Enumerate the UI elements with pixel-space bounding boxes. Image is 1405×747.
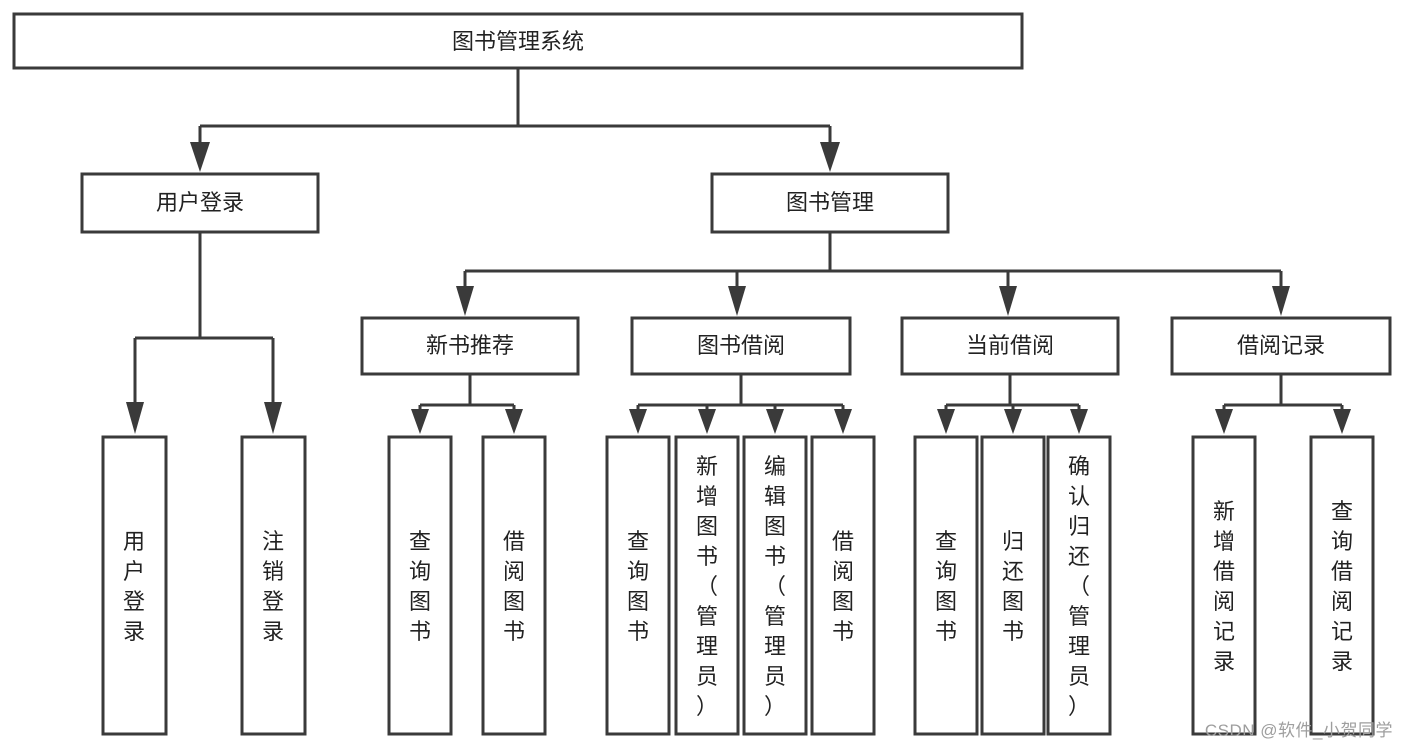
node-borrow-record-box[interactable]: [1170, 316, 1392, 376]
arrowhead-leaf-borrow-book-bb: [834, 409, 852, 434]
node-leaf-confirm-return-admin-label: 确认归还（管理员）: [1068, 454, 1090, 719]
node-leaf-query-book-cb-box[interactable]: [913, 435, 979, 736]
node-leaf-confirm-return-admin[interactable]: 确认归还（管理员）: [1046, 435, 1112, 736]
node-leaf-logout-login[interactable]: 注销登录: [240, 435, 307, 736]
node-leaf-user-login[interactable]: 用户登录: [101, 435, 168, 736]
arrowhead-book-borrow: [728, 286, 746, 316]
node-leaf-query-book-bb[interactable]: 查询图书: [605, 435, 671, 736]
node-leaf-user-login-box[interactable]: [101, 435, 168, 736]
leaf-node-layer: 用户登录 注销登录 查询图书 借阅图书 查询图书 新增图书（管理员）: [101, 435, 1375, 736]
node-leaf-return-book[interactable]: 归还图书: [980, 435, 1046, 736]
node-book-manage[interactable]: 图书管理: [710, 172, 950, 234]
arrowhead-leaf-query-book-nb: [411, 409, 429, 434]
node-leaf-confirm-return-admin-box[interactable]: [1046, 435, 1112, 736]
node-leaf-edit-book-admin-label: 编辑图书（管理员）: [764, 454, 786, 719]
arrowhead-borrow-record: [1272, 286, 1290, 316]
node-leaf-add-borrow-record-label: 新增借阅记录: [1213, 499, 1235, 674]
node-leaf-query-book-nb-label: 查询图书: [409, 529, 431, 644]
node-leaf-edit-book-admin-box[interactable]: [742, 435, 808, 736]
node-leaf-add-book-admin[interactable]: 新增图书（管理员）: [674, 435, 740, 736]
node-user-login-label: 用户登录: [156, 190, 244, 215]
arrowhead-leaf-logout-login: [264, 402, 282, 434]
node-new-book-recommend[interactable]: 新书推荐: [360, 316, 580, 376]
node-leaf-logout-login-label: 注销登录: [262, 529, 284, 644]
arrowhead-leaf-query-book-bb: [629, 409, 647, 434]
node-leaf-query-book-nb-box[interactable]: [387, 435, 453, 736]
node-user-login[interactable]: 用户登录: [80, 172, 320, 234]
connector-layer: [126, 68, 1351, 434]
node-book-borrow-label: 图书借阅: [697, 333, 785, 358]
node-borrow-record-label: 借阅记录: [1237, 333, 1325, 358]
arrowhead-leaf-add-borrow-record: [1215, 409, 1233, 434]
node-leaf-borrow-book-nb-box[interactable]: [481, 435, 547, 736]
node-leaf-query-book-cb[interactable]: 查询图书: [913, 435, 979, 736]
node-leaf-query-book-nb[interactable]: 查询图书: [387, 435, 453, 736]
node-leaf-borrow-book-nb[interactable]: 借阅图书: [481, 435, 547, 736]
node-leaf-borrow-book-nb-label: 借阅图书: [503, 529, 525, 644]
node-root[interactable]: 图书管理系统: [12, 12, 1024, 70]
node-leaf-add-book-admin-label: 新增图书（管理员）: [696, 454, 718, 719]
arrowhead-leaf-edit-book-admin: [766, 409, 784, 434]
node-new-book-recommend-label: 新书推荐: [426, 333, 514, 358]
node-borrow-record[interactable]: 借阅记录: [1170, 316, 1392, 376]
node-leaf-borrow-book-bb-box[interactable]: [810, 435, 876, 736]
arrowhead-current-borrow: [999, 286, 1017, 316]
node-book-manage-box[interactable]: [710, 172, 950, 234]
node-leaf-add-book-admin-box[interactable]: [674, 435, 740, 736]
node-leaf-return-book-box[interactable]: [980, 435, 1046, 736]
node-leaf-add-borrow-record-box[interactable]: [1191, 435, 1257, 736]
node-new-book-recommend-box[interactable]: [360, 316, 580, 376]
node-leaf-return-book-label: 归还图书: [1002, 529, 1024, 644]
node-leaf-query-book-bb-label: 查询图书: [627, 529, 649, 644]
arrowhead-leaf-add-book-admin: [698, 409, 716, 434]
node-leaf-query-borrow-record-label: 查询借阅记录: [1331, 499, 1353, 674]
arrowhead-leaf-query-book-cb: [937, 409, 955, 434]
node-leaf-query-book-bb-box[interactable]: [605, 435, 671, 736]
node-book-borrow[interactable]: 图书借阅: [630, 316, 852, 376]
arrowhead-leaf-borrow-book-nb: [505, 409, 523, 434]
arrowhead-leaf-return-book: [1004, 409, 1022, 434]
node-leaf-query-borrow-record-box[interactable]: [1309, 435, 1375, 736]
arrowhead-book-manage: [820, 142, 840, 172]
node-leaf-query-borrow-record[interactable]: 查询借阅记录: [1309, 435, 1375, 736]
node-leaf-borrow-book-bb-label: 借阅图书: [832, 529, 854, 644]
arrowhead-user-login: [190, 142, 210, 172]
node-current-borrow[interactable]: 当前借阅: [900, 316, 1120, 376]
arrowhead-new-book-recommend: [456, 286, 474, 316]
node-current-borrow-label: 当前借阅: [966, 333, 1054, 358]
node-leaf-borrow-book-bb[interactable]: 借阅图书: [810, 435, 876, 736]
node-leaf-logout-login-box[interactable]: [240, 435, 307, 736]
node-leaf-query-book-cb-label: 查询图书: [935, 529, 957, 644]
node-current-borrow-box[interactable]: [900, 316, 1120, 376]
arrowhead-leaf-user-login: [126, 402, 144, 434]
node-root-box[interactable]: [12, 12, 1024, 70]
arrowhead-leaf-confirm-return-admin: [1070, 409, 1088, 434]
node-root-label: 图书管理系统: [452, 29, 584, 54]
node-user-login-box[interactable]: [80, 172, 320, 234]
node-book-borrow-box[interactable]: [630, 316, 852, 376]
node-book-manage-label: 图书管理: [786, 190, 874, 215]
node-leaf-edit-book-admin[interactable]: 编辑图书（管理员）: [742, 435, 808, 736]
arrowhead-leaf-query-borrow-record: [1333, 409, 1351, 434]
node-leaf-add-borrow-record[interactable]: 新增借阅记录: [1191, 435, 1257, 736]
node-leaf-user-login-label: 用户登录: [123, 529, 145, 644]
